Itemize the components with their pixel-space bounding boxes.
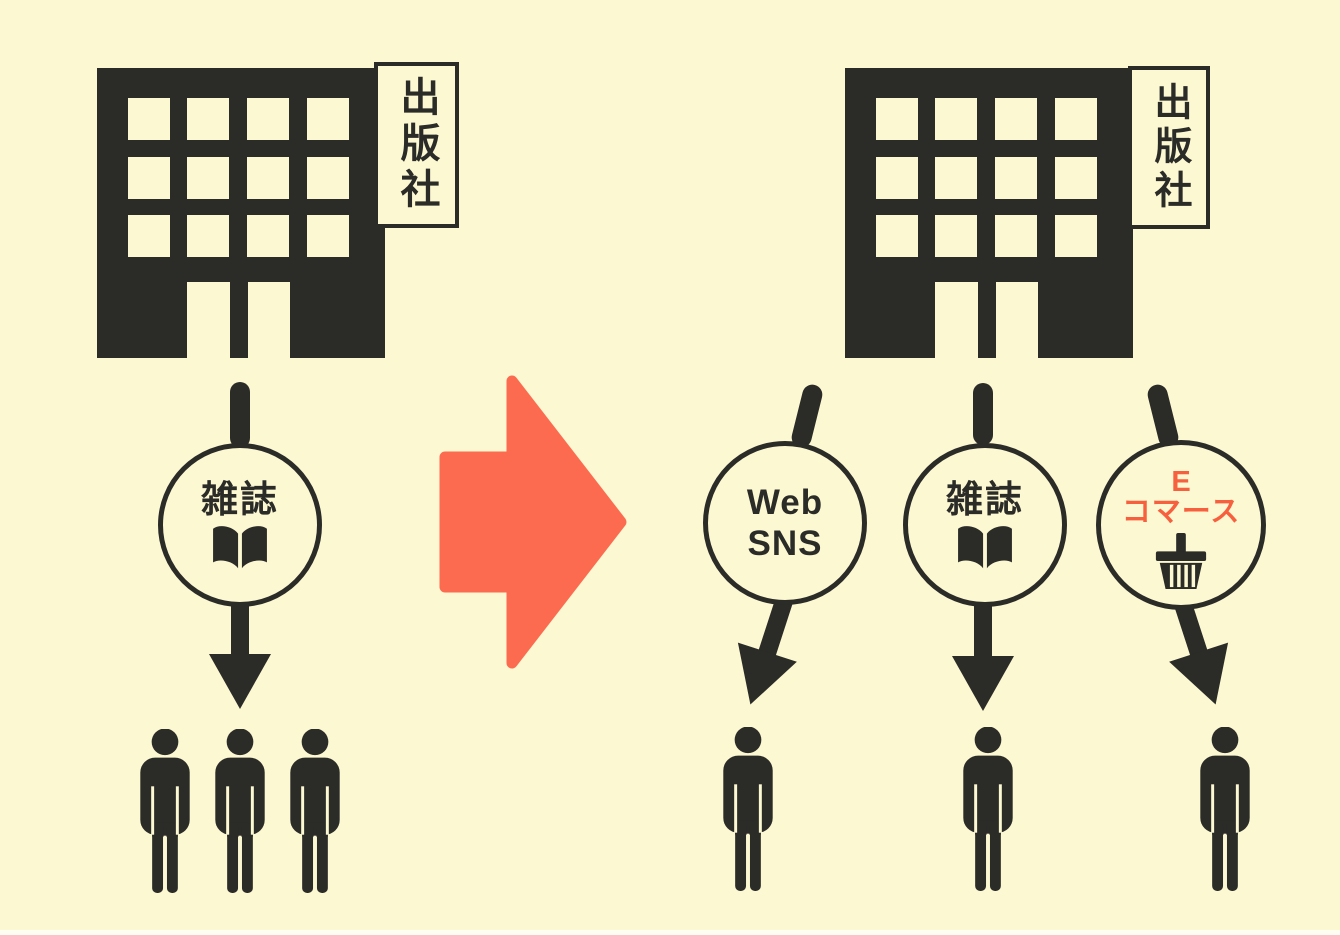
building-icon [845, 68, 1133, 358]
channel-label: 雑誌 [201, 479, 279, 521]
open-book-icon [958, 526, 1012, 569]
channel-circle-ecommerce: E コマース [1096, 440, 1266, 610]
channel-label-line1: E [1171, 465, 1191, 498]
person-icon [1200, 727, 1250, 891]
arrow-shaft [789, 382, 825, 450]
publisher-label-box: 出版社 [1128, 66, 1210, 229]
shopping-basket-icon [1155, 533, 1207, 590]
channel-label-line1: Web [746, 482, 824, 522]
before-section: 出版社 雑誌 [0, 0, 640, 935]
down-arrow-icon [1169, 595, 1229, 705]
channel-circle-web-sns: Web SNS [703, 441, 867, 605]
channel-label: 雑誌 [946, 479, 1024, 521]
person-icon [140, 729, 190, 893]
channel-circle-magazine: 雑誌 [903, 443, 1067, 607]
bottom-edge-strip [0, 930, 1340, 935]
person-icon [723, 727, 773, 891]
person-icon [963, 727, 1013, 891]
publisher-label: 出版社 [394, 76, 439, 214]
right-arrow-icon [439, 375, 627, 669]
channel-label-line2: SNS [747, 524, 823, 563]
publisher-label-box: 出版社 [374, 62, 459, 228]
down-arrow-icon [209, 597, 271, 709]
person-icon [215, 729, 265, 893]
person-icon [290, 729, 340, 893]
down-arrow-icon [737, 595, 797, 705]
down-arrow-icon [952, 599, 1014, 711]
arrow-shaft [973, 383, 993, 445]
open-book-icon [213, 526, 267, 569]
channel-label-line2: コマース [1121, 496, 1241, 529]
building-icon [97, 68, 385, 358]
channel-circle-magazine: 雑誌 [158, 443, 322, 607]
arrow-shaft [230, 382, 250, 448]
publisher-label: 出版社 [1148, 81, 1190, 214]
